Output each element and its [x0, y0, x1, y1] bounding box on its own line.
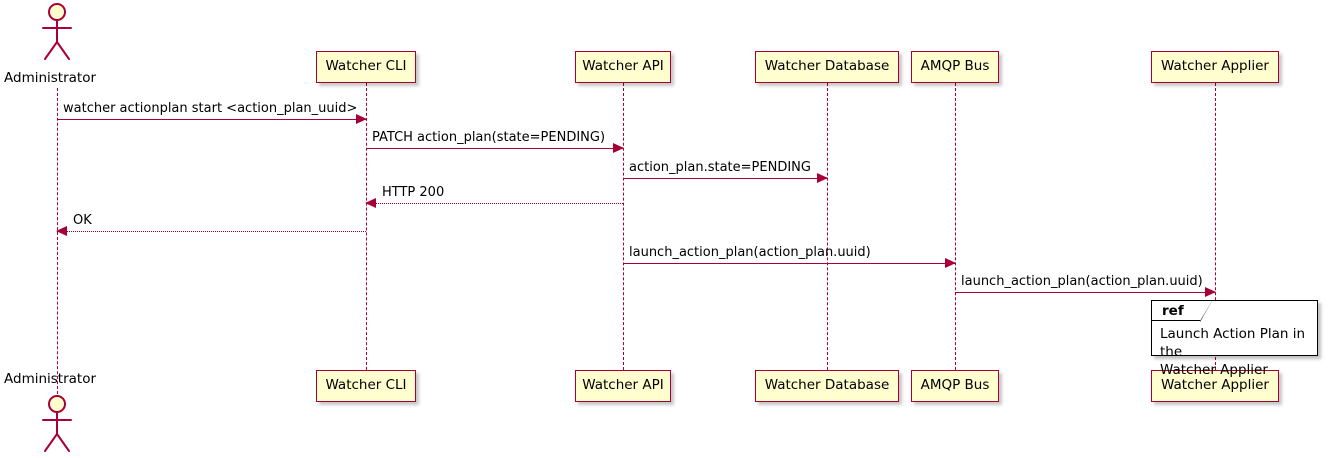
actor-administrator-top [33, 2, 81, 62]
message-label: PATCH action_plan(state=PENDING) [372, 129, 606, 145]
message-http-200: HTTP 200 [365, 185, 623, 208]
message-patch-action-plan: PATCH action_plan(state=PENDING) [366, 130, 624, 153]
lifeline-watcher-cli [366, 83, 367, 370]
actor-figure-icon [42, 395, 72, 452]
message-line [623, 263, 955, 264]
participant-watcher-api-bottom[interactable]: Watcher API [575, 370, 671, 402]
participant-label: Watcher Database [764, 58, 890, 75]
participant-label: AMQP Bus [920, 58, 990, 75]
actor-figure-icon [42, 3, 72, 60]
arrowhead-left-icon [365, 198, 376, 208]
message-action-plan-state-pending: action_plan.state=PENDING [623, 160, 828, 183]
ref-fragment-launch-action-plan: ref Launch Action Plan in the Watcher Ap… [1151, 300, 1318, 378]
message-line [366, 148, 623, 149]
ref-tab: ref [1152, 301, 1201, 321]
lifeline-amqp-bus [955, 83, 956, 370]
lifeline-watcher-applier [1215, 83, 1216, 370]
participant-amqp-bus-bottom[interactable]: AMQP Bus [911, 370, 999, 402]
actor-administrator-bottom [33, 394, 81, 454]
arrowhead-right-icon [945, 258, 956, 268]
participant-watcher-cli-top[interactable]: Watcher CLI [316, 51, 416, 83]
message-launch-action-plan-to-amqp: launch_action_plan(action_plan.uuid) [623, 245, 956, 268]
participant-label: Watcher Database [764, 377, 890, 394]
arrowhead-right-icon [613, 143, 624, 153]
lifeline-administrator [57, 88, 58, 394]
participant-label: Watcher CLI [325, 58, 407, 75]
message-line [955, 292, 1215, 293]
arrowhead-right-icon [356, 114, 367, 124]
participant-label: Watcher API [582, 377, 664, 394]
participant-watcher-cli-bottom[interactable]: Watcher CLI [316, 370, 416, 402]
message-label: HTTP 200 [382, 184, 445, 200]
actor-label-administrator-top: Administrator [4, 70, 97, 86]
ref-tab-notch [1200, 301, 1212, 321]
participant-watcher-api-top[interactable]: Watcher API [575, 51, 671, 83]
arrowhead-right-icon [817, 173, 828, 183]
participant-amqp-bus-top[interactable]: AMQP Bus [911, 51, 999, 83]
lifeline-watcher-database [827, 83, 828, 370]
message-line [57, 231, 366, 232]
message-ok: OK [56, 213, 366, 236]
participant-label: Watcher Applier [1161, 58, 1269, 75]
message-line [623, 178, 827, 179]
message-label: launch_action_plan(action_plan.uuid) [629, 244, 871, 260]
message-line [57, 119, 366, 120]
message-label: launch_action_plan(action_plan.uuid) [961, 273, 1203, 289]
participant-watcher-database-top[interactable]: Watcher Database [755, 51, 899, 83]
participant-label: Watcher API [582, 58, 664, 75]
message-launch-action-plan-to-applier: launch_action_plan(action_plan.uuid) [955, 274, 1216, 297]
ref-body-text: Launch Action Plan in the Watcher Applie… [1160, 326, 1306, 379]
participant-watcher-applier-top[interactable]: Watcher Applier [1151, 51, 1279, 83]
arrowhead-right-icon [1205, 287, 1216, 297]
message-watcher-actionplan-start: watcher actionplan start <action_plan_uu… [57, 101, 367, 124]
arrowhead-left-icon [56, 226, 67, 236]
participant-watcher-database-bottom[interactable]: Watcher Database [755, 370, 899, 402]
participant-label: AMQP Bus [920, 377, 990, 394]
participant-label: Watcher CLI [325, 377, 407, 394]
participant-label: Watcher Applier [1161, 377, 1269, 394]
message-label: OK [73, 212, 92, 228]
actor-label-administrator-bottom: Administrator [4, 371, 97, 387]
ref-tab-label: ref [1162, 302, 1184, 319]
lifeline-watcher-api [623, 83, 624, 370]
participant-watcher-applier-bottom[interactable]: Watcher Applier [1151, 370, 1279, 402]
message-label: action_plan.state=PENDING [629, 159, 811, 175]
message-label: watcher actionplan start <action_plan_uu… [63, 100, 358, 116]
message-line [366, 203, 623, 204]
